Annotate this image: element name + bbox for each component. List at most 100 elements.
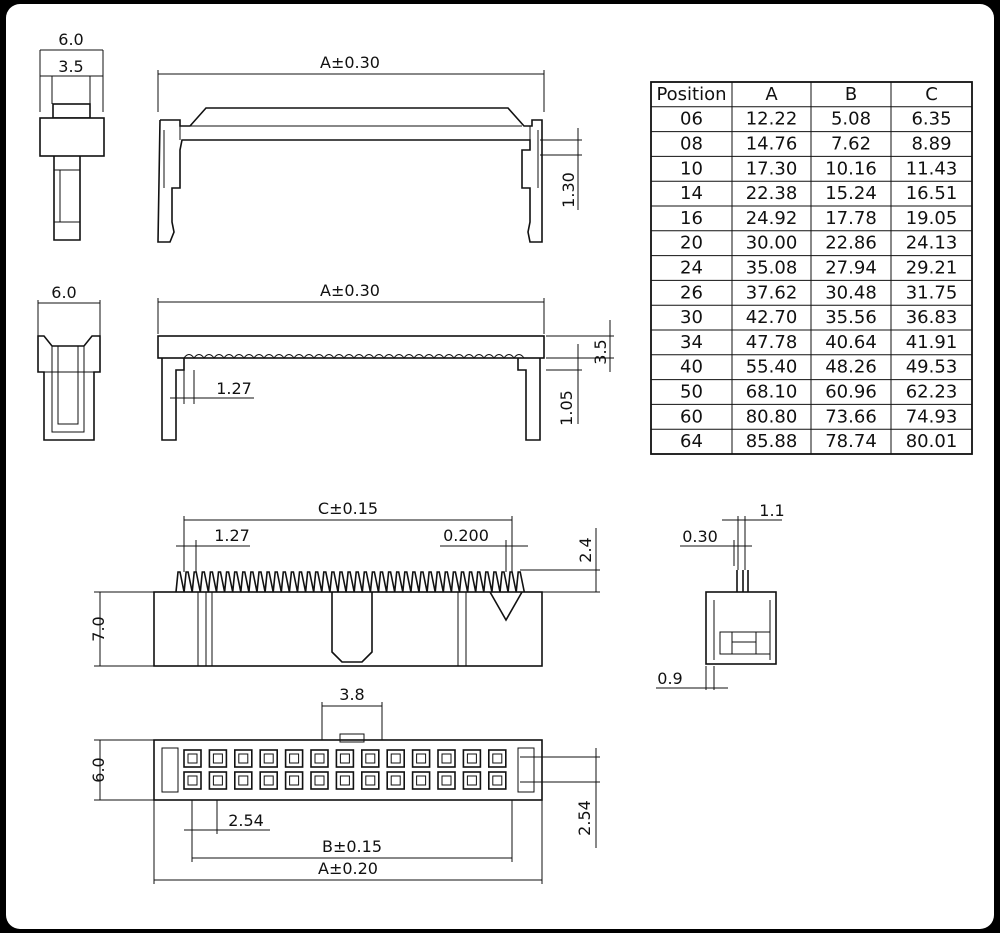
table-cell: 30.00 — [746, 233, 798, 254]
table-cell: 16.51 — [906, 183, 958, 204]
pin-cell — [284, 771, 304, 790]
table-cell: 60 — [680, 406, 703, 427]
table-cell: 41.91 — [906, 332, 958, 353]
pin-hole — [390, 753, 401, 764]
pin-cell — [310, 771, 329, 790]
pin-hole — [441, 753, 452, 764]
table-cell: 37.62 — [746, 282, 798, 303]
table-cell: 30 — [680, 307, 703, 328]
top-front-height-label: 1.30 — [559, 172, 578, 208]
table-cell: 15.24 — [825, 183, 877, 204]
pin-cell — [360, 771, 380, 790]
pin-hole — [187, 775, 198, 786]
pin-hole — [212, 753, 223, 764]
pin-hole — [314, 775, 325, 786]
table-cell: 24.92 — [746, 208, 798, 229]
pin-cell — [487, 749, 507, 768]
pin-cell — [208, 749, 228, 768]
pin-cell — [462, 749, 482, 768]
table-cell: 10.16 — [825, 158, 877, 179]
pin-cell — [411, 771, 431, 790]
pin-cell — [208, 771, 228, 790]
table-cell: 8.89 — [911, 133, 951, 154]
detail-offset-label: 0.9 — [657, 669, 682, 688]
table-cell: 17.78 — [825, 208, 877, 229]
top-side-view: 6.0 3.5 — [39, 30, 105, 241]
pin-cell — [487, 771, 507, 790]
pin-cell — [335, 771, 355, 790]
table-cell: 85.88 — [746, 431, 798, 452]
bottom-b-label: B±0.15 — [322, 837, 382, 856]
table-header-cell: C — [925, 84, 938, 105]
detail-thickness-label: 0.30 — [682, 527, 718, 546]
top-side-inner-label: 3.5 — [58, 57, 83, 76]
table-cell: 5.08 — [831, 109, 871, 130]
pin-cell — [183, 771, 202, 790]
table-cell: 73.66 — [825, 406, 877, 427]
detail-blade-label: 1.1 — [759, 501, 784, 520]
pin-cell — [259, 771, 279, 790]
table-cell: 26 — [680, 282, 703, 303]
table-cell: 49.53 — [906, 357, 958, 378]
table-cell: 7.62 — [831, 133, 871, 154]
blade-height-label: 2.4 — [576, 537, 595, 562]
pin-hole — [289, 775, 300, 786]
pin-cell — [411, 749, 431, 768]
pin-hole — [416, 753, 427, 764]
middle-front-view: A±0.30 1.27 3.5 1.05 — [157, 281, 614, 441]
table-cell: 47.78 — [746, 332, 798, 353]
middle-pitch-label: 1.27 — [216, 379, 252, 398]
pin-detail-view: 1.1 0.30 0.9 — [656, 501, 785, 690]
table-cell: 64 — [680, 431, 703, 452]
table-cell: 78.74 — [825, 431, 877, 452]
table-cell: 6.35 — [911, 109, 951, 130]
table-header-cell: B — [845, 84, 857, 105]
top-side-width-label: 6.0 — [58, 30, 83, 49]
pin-hole — [212, 775, 223, 786]
table-cell: 27.94 — [825, 257, 877, 278]
table-cell: 31.75 — [906, 282, 958, 303]
table-cell: 50 — [680, 381, 703, 402]
table-cell: 24.13 — [906, 233, 958, 254]
table-cell: 16 — [680, 208, 703, 229]
middle-side-width-label: 6.0 — [51, 283, 76, 302]
pin-hole — [492, 775, 503, 786]
pin-cell — [437, 749, 456, 768]
bottom-a-label: A±0.20 — [318, 859, 378, 878]
pin-hole — [441, 775, 452, 786]
body-height-label: 7.0 — [89, 616, 108, 641]
table-cell: 35.08 — [746, 257, 798, 278]
table-cell: 74.93 — [906, 406, 958, 427]
table-cell: 22.86 — [825, 233, 877, 254]
pin-hole — [263, 753, 274, 764]
pin-cell — [310, 749, 329, 768]
table-cell: 34 — [680, 332, 703, 353]
blade-gap-label: 0.200 — [443, 526, 489, 545]
pin-hole — [416, 775, 427, 786]
pin-hole — [238, 753, 249, 764]
key-width-label: 3.8 — [339, 685, 364, 704]
table-cell: 11.43 — [906, 158, 958, 179]
table-cell: 08 — [680, 133, 703, 154]
table-cell: 36.83 — [906, 307, 958, 328]
pin-hole — [263, 775, 274, 786]
table-cell: 80.80 — [746, 406, 798, 427]
pin-hole — [314, 753, 325, 764]
pin-hole — [339, 753, 350, 764]
table-cell: 42.70 — [746, 307, 798, 328]
bottom-row-pitch-label: 2.54 — [575, 800, 594, 836]
middle-height-b-label: 1.05 — [557, 390, 576, 426]
pin-cell — [234, 749, 253, 768]
table-cell: 62.23 — [906, 381, 958, 402]
middle-front-length-label: A±0.30 — [320, 281, 380, 300]
table-cell: 19.05 — [906, 208, 958, 229]
pin-hole — [390, 775, 401, 786]
table-cell: 40 — [680, 357, 703, 378]
pin-cell — [462, 771, 482, 790]
table-cell: 40.64 — [825, 332, 877, 353]
table-cell: 14 — [680, 183, 703, 204]
pin-cell — [437, 771, 456, 790]
blade-pitch-label: 1.27 — [214, 526, 250, 545]
